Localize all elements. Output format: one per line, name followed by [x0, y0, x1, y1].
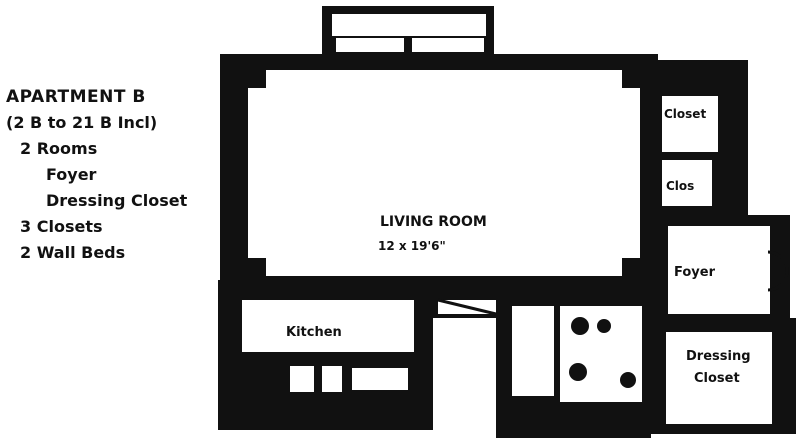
- closet-upper-label: Closet: [664, 107, 706, 121]
- dressing-closet-label-2: Closet: [694, 371, 740, 386]
- corner-post: [622, 70, 640, 88]
- bathtub: [512, 306, 554, 396]
- kitchen-sink: [322, 366, 342, 392]
- kitchen-floor: [242, 300, 414, 352]
- closet-lower-floor: [662, 160, 712, 206]
- spec-item-label: Foyer: [46, 165, 97, 184]
- spec-item-rooms: 2 Rooms: [6, 136, 221, 162]
- spec-item-foyer: Foyer: [6, 162, 221, 188]
- closet-upper-floor: [662, 96, 718, 152]
- apartment-title: APARTMENT B: [6, 87, 146, 107]
- closet-lower-label: Clos: [666, 179, 694, 193]
- lavatory: [571, 317, 589, 335]
- spec-item-label: Dressing Closet: [46, 191, 188, 210]
- corner-post: [248, 70, 266, 88]
- kitchen-range: [290, 366, 314, 392]
- apartment-unit-range: (2 B to 21 B Incl): [6, 113, 158, 132]
- corner-post: [248, 258, 266, 276]
- window-pane-right: [412, 38, 484, 52]
- hall-door-swing: [437, 298, 497, 316]
- window-pane-left: [336, 38, 404, 52]
- apartment-spec-list: APARTMENT B (2 B to 21 B Incl) 2 Rooms F…: [6, 84, 221, 266]
- spec-item-wall-beds: 2 Wall Beds: [6, 240, 221, 266]
- kitchen-label: Kitchen: [286, 325, 342, 340]
- spec-item-count: 2: [20, 139, 32, 158]
- spec-item-label: Wall Beds: [36, 243, 126, 262]
- lavatory-basin: [597, 319, 611, 333]
- dressing-closet-label: Dressing: [686, 349, 751, 364]
- foyer-floor: [668, 226, 770, 314]
- spec-item-count: 3: [20, 217, 32, 236]
- kitchen-icebox: [352, 368, 408, 390]
- toilet: [569, 363, 587, 381]
- dressing-closet-floor: [666, 332, 772, 424]
- foyer-door-swing: [767, 250, 789, 292]
- spec-item-label: Closets: [36, 217, 103, 236]
- living-room-label: LIVING ROOM: [380, 214, 487, 230]
- spec-item-label: Rooms: [36, 139, 98, 158]
- living-room-floor: [248, 70, 640, 276]
- foyer-label: Foyer: [674, 265, 716, 280]
- spec-item-dressing-closet: Dressing Closet: [6, 188, 221, 214]
- spec-item-closets: 3 Closets: [6, 214, 221, 240]
- living-room-size: 12 x 19'6": [378, 239, 446, 253]
- window-bay-opening: [332, 14, 486, 36]
- floor-drain: [620, 372, 636, 388]
- corner-post: [622, 258, 640, 276]
- spec-item-count: 2: [20, 243, 32, 262]
